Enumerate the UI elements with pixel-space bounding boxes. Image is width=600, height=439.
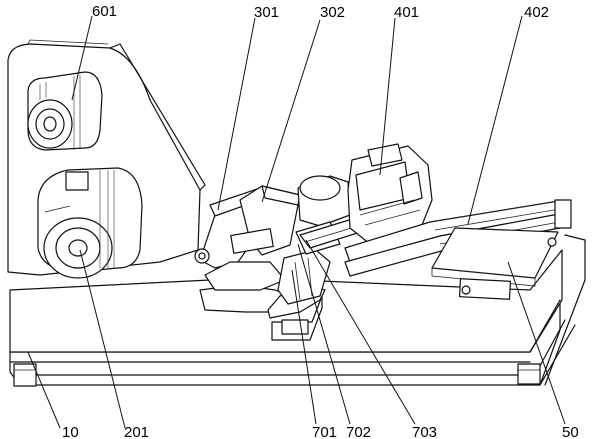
label-10: 10 [62,424,79,439]
label-50: 50 [562,424,579,439]
label-401: 401 [394,4,419,21]
cutter-assembly [194,185,301,313]
label-201: 201 [124,424,149,439]
slide-table [431,227,559,300]
label-402: 402 [524,4,549,21]
label-701: 701 [312,424,337,439]
label-302: 302 [320,4,345,21]
label-702: 702 [346,424,371,439]
lower-roll [37,167,143,279]
drive-unit [347,143,433,245]
label-601: 601 [92,3,117,20]
label-703: 703 [412,424,437,439]
reference-labels: 601 301 302 401 402 10 201 701 702 703 5… [62,3,579,439]
label-301: 301 [254,4,279,21]
upper-roll [27,71,103,151]
leader-lines [27,15,566,429]
